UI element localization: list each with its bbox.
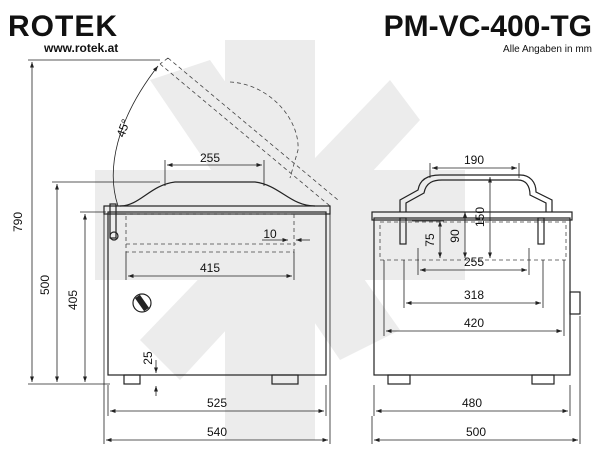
dim-415-label: 415 bbox=[200, 261, 220, 275]
dim-318-label: 318 bbox=[464, 288, 484, 302]
dim-25-label: 25 bbox=[141, 351, 155, 365]
angle-arc bbox=[112, 65, 159, 207]
side-body bbox=[107, 211, 327, 376]
dim-190-label: 190 bbox=[464, 153, 484, 167]
side-foot-right bbox=[271, 374, 299, 385]
brand-name: ROTEK bbox=[8, 10, 118, 43]
dim-540-label: 540 bbox=[207, 425, 227, 439]
dim-480-label: 480 bbox=[462, 396, 482, 410]
dim-255f-label: 255 bbox=[464, 255, 484, 269]
logo-gear-icon bbox=[53, 22, 59, 28]
dim-790-label: 790 bbox=[11, 212, 25, 232]
side-open-lid bbox=[159, 57, 339, 207]
dim-525-label: 525 bbox=[207, 396, 227, 410]
switch-knob bbox=[134, 294, 150, 312]
side-hinge-knob bbox=[109, 231, 119, 241]
model-title: PM-VC-400-TG bbox=[384, 10, 592, 43]
rotary-switch-icon bbox=[132, 293, 152, 313]
front-view: 190 150 90 75 255 318 420 480 bbox=[371, 153, 581, 444]
dim-150-label: 150 bbox=[473, 207, 487, 227]
front-lid-handle bbox=[399, 174, 553, 212]
side-chamber-outline bbox=[125, 213, 295, 253]
dim-255-label: 255 bbox=[200, 151, 220, 165]
front-side-knob bbox=[569, 291, 581, 315]
dim-405-label: 405 bbox=[66, 290, 80, 310]
front-leg-right bbox=[537, 217, 545, 245]
front-top-plate bbox=[371, 211, 573, 221]
dim-10-label: 10 bbox=[263, 227, 277, 241]
side-lid-dome bbox=[119, 181, 316, 207]
dim-90-label: 90 bbox=[448, 229, 462, 243]
side-view: 45° 790 500 405 255 10 415 25 bbox=[11, 57, 339, 444]
side-hinge bbox=[109, 203, 117, 239]
front-chamber-outline bbox=[379, 221, 567, 261]
front-foot-right bbox=[531, 374, 555, 385]
units-note: Alle Angaben in mm bbox=[503, 44, 592, 55]
dim-500-label: 500 bbox=[38, 275, 52, 295]
side-foot-left bbox=[123, 374, 141, 385]
website-url: www.rotek.at bbox=[43, 41, 118, 55]
angle-label: 45° bbox=[114, 117, 133, 139]
dim-75-label: 75 bbox=[423, 233, 437, 247]
front-leg-left bbox=[399, 217, 407, 245]
dim-500f-label: 500 bbox=[466, 425, 486, 439]
dim-420-label: 420 bbox=[464, 316, 484, 330]
brand-logo: ROTEK bbox=[8, 10, 118, 43]
side-open-lid-dome bbox=[229, 81, 299, 179]
front-foot-left bbox=[387, 374, 411, 385]
front-lid-handle-inner bbox=[405, 179, 547, 212]
